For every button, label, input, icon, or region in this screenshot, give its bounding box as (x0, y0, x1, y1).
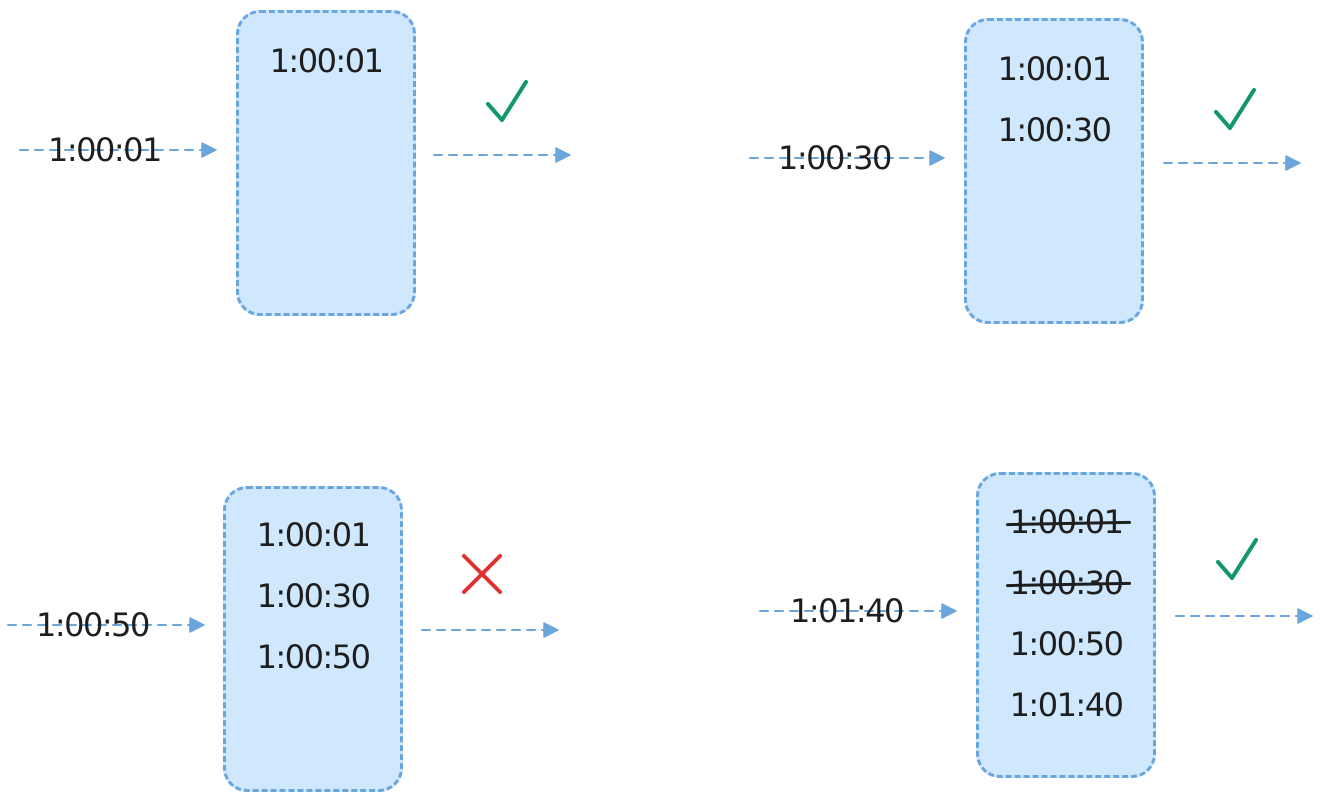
timestamp-text: 1:00:01 (269, 42, 384, 80)
window-timestamp: 1:00:30 (967, 110, 1141, 150)
step-panel-1: 1:00:01 1:00:01 (0, 0, 660, 400)
incoming-timestamp: 1:01:40 (790, 592, 904, 630)
timestamp-text: 1:00:01 (256, 516, 371, 554)
window-box: 1:00:01 (236, 10, 416, 316)
step-panel-3: 1:00:50 1:00:01 1:00:30 1:00:50 (0, 400, 660, 800)
window-box: 1:00:01 1:00:30 1:00:50 (223, 486, 403, 792)
timestamp-text: 1:00:01 (997, 50, 1112, 88)
window-box: 1:00:01 1:00:30 (964, 18, 1144, 324)
outgoing-arrow (433, 147, 571, 163)
arrow-layer (759, 538, 1313, 624)
window-timestamp: 1:00:01 (226, 515, 400, 555)
step-panel-4: 1:01:40 1:00:01 1:00:30 1:00:50 1:01:40 (660, 400, 1320, 800)
timestamp-text: 1:00:50 (256, 638, 371, 676)
checkmark-stroke (1216, 538, 1258, 580)
window-timestamp: 1:00:01 (239, 41, 413, 81)
arrowhead-icon (543, 622, 559, 638)
checkmark-stroke (486, 80, 528, 122)
window-timestamp-expired: 1:00:01 (979, 502, 1153, 542)
timestamp-text: 1:00:50 (1009, 625, 1124, 663)
cross-stroke-b (462, 554, 502, 594)
incoming-timestamp: 1:00:01 (48, 131, 162, 169)
incoming-arrow (749, 150, 945, 166)
arrowhead-icon (555, 147, 571, 163)
timestamp-text: 1:00:01 (1009, 503, 1124, 541)
arrowhead-icon (1285, 155, 1301, 171)
window-timestamp: 1:00:30 (226, 576, 400, 616)
arrowhead-icon (201, 142, 217, 158)
outgoing-arrow (421, 622, 559, 638)
window-timestamp: 1:00:50 (226, 637, 400, 677)
outgoing-arrow (1163, 155, 1301, 171)
checkmark-icon (1214, 88, 1256, 130)
timestamp-text: 1:00:30 (256, 577, 371, 615)
incoming-timestamp: 1:00:30 (778, 139, 892, 177)
incoming-arrow (19, 142, 217, 158)
cross-icon (462, 554, 502, 594)
window-timestamp: 1:01:40 (979, 685, 1153, 725)
incoming-timestamp: 1:00:50 (36, 606, 150, 644)
timestamp-text: 1:00:30 (1009, 564, 1124, 602)
arrow-layer (749, 88, 1301, 171)
arrowhead-icon (1297, 608, 1313, 624)
arrowhead-icon (929, 150, 945, 166)
timestamp-text: 1:00:30 (997, 111, 1112, 149)
outgoing-arrow (1175, 608, 1313, 624)
checkmark-stroke (1214, 88, 1256, 130)
arrow-layer (19, 80, 571, 163)
timestamp-text: 1:01:40 (1009, 686, 1124, 724)
step-panel-2: 1:00:30 1:00:01 1:00:30 (660, 0, 1320, 400)
incoming-arrow (7, 617, 205, 633)
window-timestamp-expired: 1:00:30 (979, 563, 1153, 603)
window-box: 1:00:01 1:00:30 1:00:50 1:01:40 (976, 472, 1156, 778)
arrowhead-icon (941, 603, 957, 619)
incoming-arrow (759, 603, 957, 619)
checkmark-icon (486, 80, 528, 122)
checkmark-icon (1216, 538, 1258, 580)
window-timestamp: 1:00:01 (967, 49, 1141, 89)
arrow-layer (7, 554, 559, 638)
window-timestamp: 1:00:50 (979, 624, 1153, 664)
arrowhead-icon (189, 617, 205, 633)
